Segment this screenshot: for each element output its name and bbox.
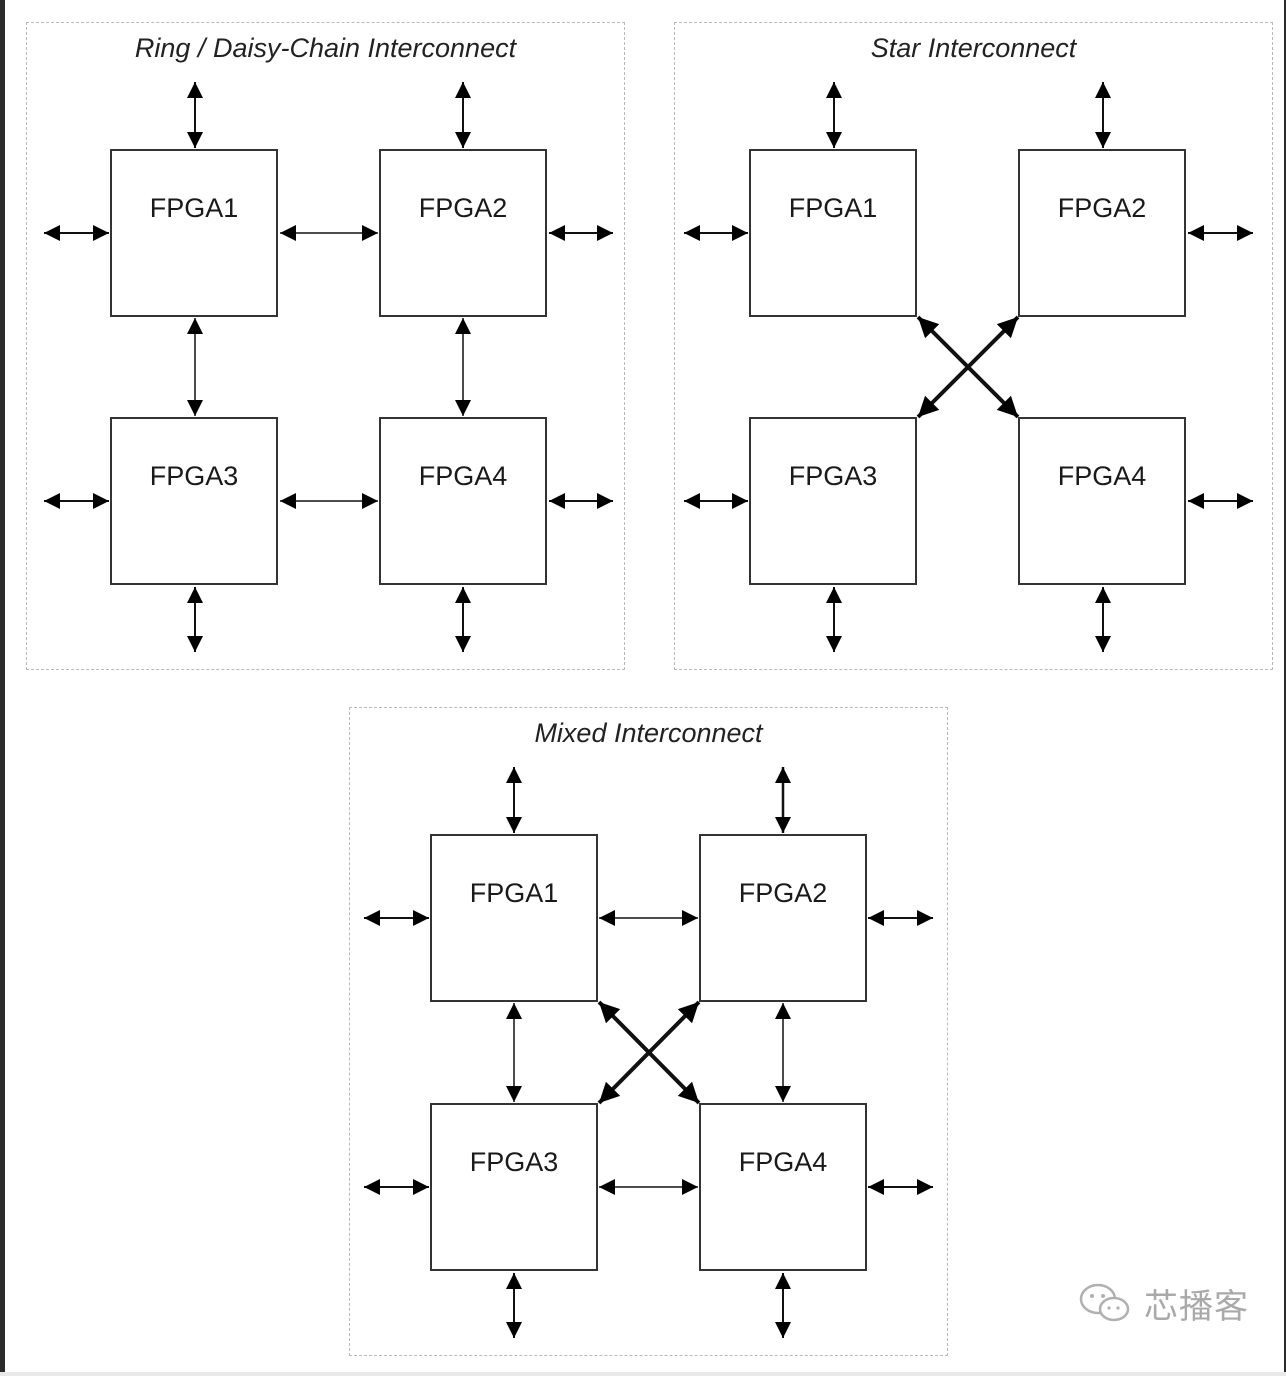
panel-mixed-interconnect: Mixed Interconnect (349, 707, 948, 1356)
node-fpga4: FPGA4 (379, 417, 547, 585)
panel-title: Mixed Interconnect (534, 718, 763, 748)
node-label: FPGA4 (738, 1147, 828, 1177)
panel-title: Ring / Daisy-Chain Interconnect (134, 33, 517, 63)
node-fpga4: FPGA4 (1018, 417, 1186, 585)
node-label: FPGA3 (149, 461, 239, 491)
node-label: FPGA2 (1057, 193, 1147, 223)
node-label: FPGA1 (469, 878, 559, 908)
node-fpga2: FPGA2 (699, 834, 867, 1002)
node-label: FPGA4 (1057, 461, 1147, 491)
node-label: FPGA1 (149, 193, 239, 223)
node-fpga4: FPGA4 (699, 1103, 867, 1271)
node-fpga3: FPGA3 (749, 417, 917, 585)
node-fpga3: FPGA3 (110, 417, 278, 585)
panel-title: Star Interconnect (870, 33, 1077, 63)
node-fpga1: FPGA1 (749, 149, 917, 317)
node-label: FPGA2 (418, 193, 508, 223)
node-label: FPGA3 (788, 461, 878, 491)
node-label: FPGA3 (469, 1147, 559, 1177)
node-fpga2: FPGA2 (1018, 149, 1186, 317)
node-fpga3: FPGA3 (430, 1103, 598, 1271)
node-fpga2: FPGA2 (379, 149, 547, 317)
window-right-edge (1284, 0, 1286, 1376)
window-left-edge (0, 0, 5, 1376)
node-fpga1: FPGA1 (430, 834, 598, 1002)
wechat-icon (1079, 1283, 1130, 1322)
arrow-diagonal (597, 1000, 701, 1105)
watermark-text: 芯播客 (1144, 1287, 1249, 1326)
window-bottom-edge (0, 1372, 1286, 1376)
node-label: FPGA4 (418, 461, 508, 491)
arrow-diagonal (916, 315, 1020, 419)
watermark: 芯播客 (1076, 1278, 1249, 1328)
node-label: FPGA2 (738, 878, 828, 908)
panel-star-interconnect: Star Interconnect (674, 22, 1273, 670)
node-fpga1: FPGA1 (110, 149, 278, 317)
node-label: FPGA1 (788, 193, 878, 223)
panel-ring-interconnect: Ring / Daisy-Chain Interconnect (26, 22, 625, 670)
